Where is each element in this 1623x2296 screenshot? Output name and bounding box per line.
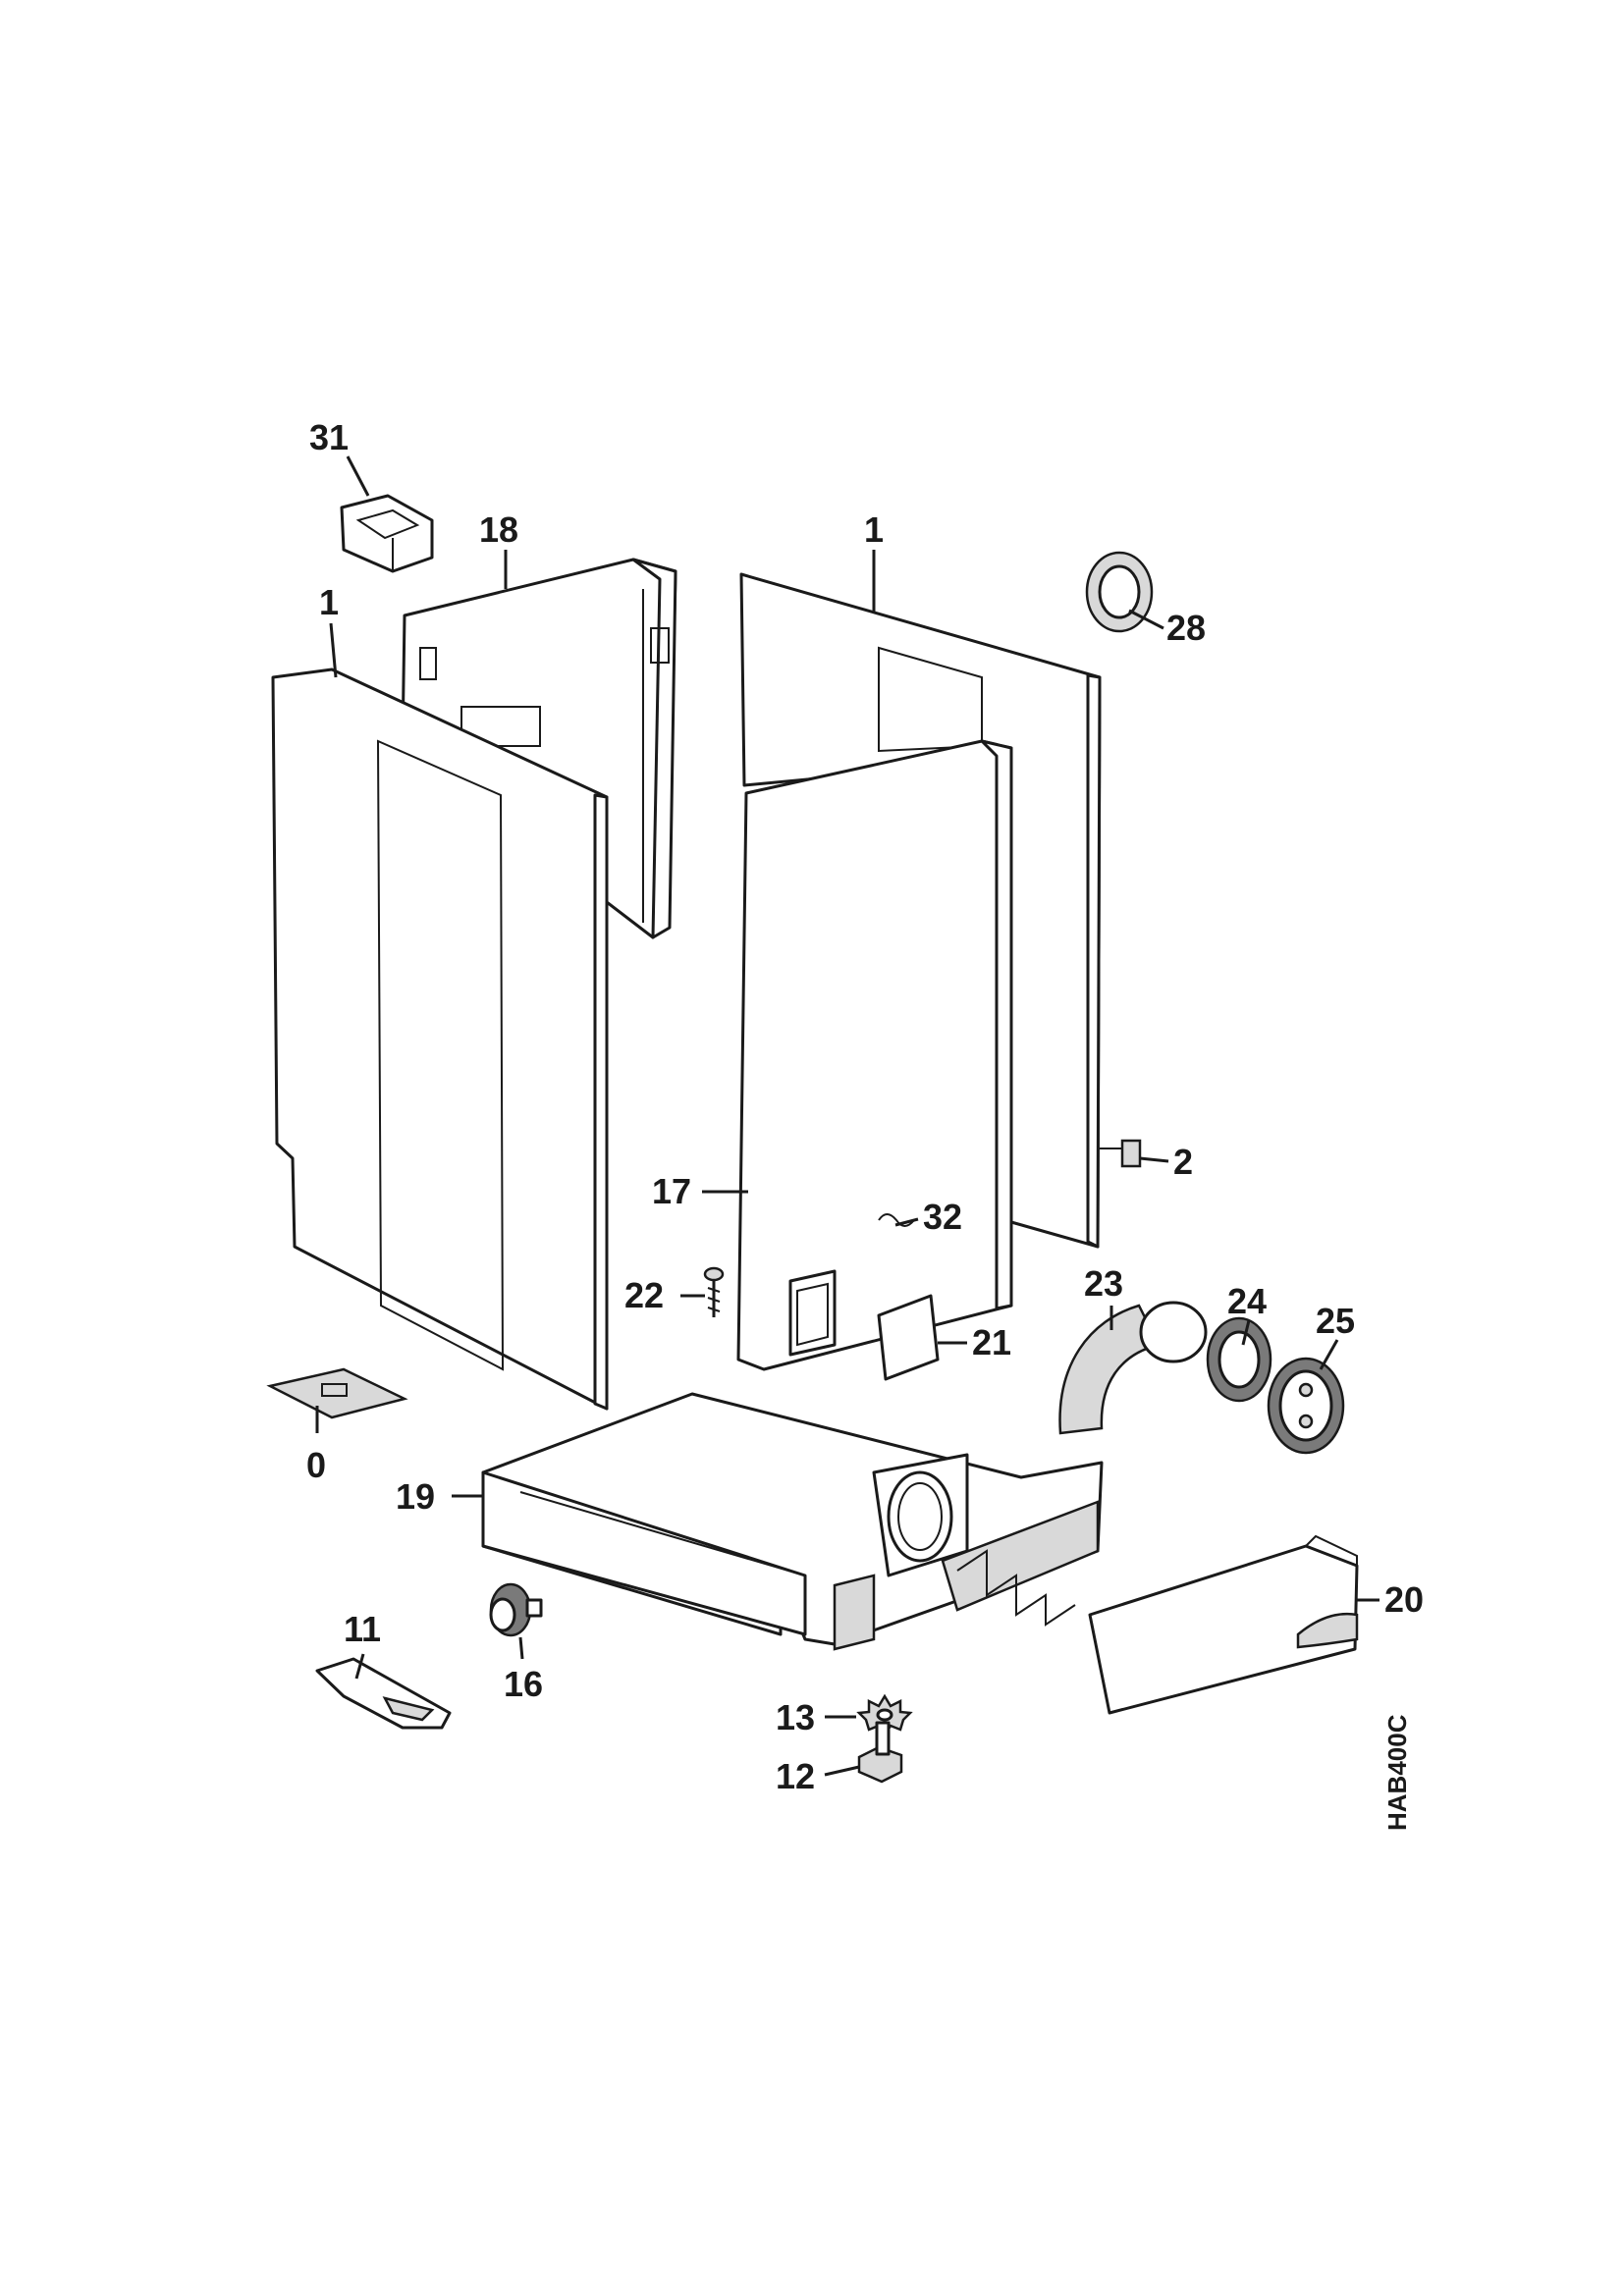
leader-lines <box>315 455 1380 1777</box>
callout-18: 18 <box>479 509 518 550</box>
callout-13: 13 <box>776 1697 815 1737</box>
callout-16: 16 <box>504 1664 543 1704</box>
callout-19: 19 <box>396 1476 435 1517</box>
part-32-spring <box>878 1213 915 1227</box>
part-0-label <box>266 1367 408 1419</box>
part-22-screw <box>703 1266 725 1317</box>
callout-labels: 31 18 1 1 28 2 17 32 22 21 23 24 25 0 19… <box>306 417 1424 1796</box>
callout-31: 31 <box>309 417 349 457</box>
part-25-cap <box>1267 1357 1345 1455</box>
callout-17: 17 <box>652 1171 691 1211</box>
part-19-base-frame <box>481 1392 1104 1651</box>
drawing-code: HAB400C <box>1382 1714 1412 1831</box>
callout-1-right: 1 <box>864 509 884 550</box>
callout-22: 22 <box>624 1275 664 1315</box>
part-24-seal <box>1206 1316 1272 1403</box>
callout-20: 20 <box>1384 1579 1424 1620</box>
part-11-plate <box>315 1657 452 1730</box>
part-28-ring <box>1085 551 1154 633</box>
callout-24: 24 <box>1227 1281 1267 1321</box>
part-20-plinth <box>1088 1534 1359 1715</box>
callout-11: 11 <box>344 1609 381 1649</box>
callout-0: 0 <box>306 1445 326 1485</box>
part-13-washer <box>856 1693 913 1738</box>
callout-28: 28 <box>1166 608 1206 648</box>
callout-32: 32 <box>923 1197 962 1237</box>
part-2-clip <box>1100 1139 1142 1168</box>
callout-21: 21 <box>972 1322 1011 1362</box>
part-21-cover <box>877 1294 940 1381</box>
callout-23: 23 <box>1084 1263 1123 1304</box>
part-1-left-side-panel <box>271 667 609 1411</box>
part-31-bracket <box>340 494 434 573</box>
callout-1-left: 1 <box>319 582 339 622</box>
part-12-adjustable-foot <box>857 1721 903 1784</box>
callout-12: 12 <box>776 1756 815 1796</box>
part-16-foot <box>489 1582 543 1637</box>
callout-2: 2 <box>1173 1142 1193 1182</box>
part-23-hose <box>1058 1301 1208 1435</box>
callout-25: 25 <box>1316 1301 1355 1341</box>
part-17-front-panel <box>736 739 1013 1371</box>
